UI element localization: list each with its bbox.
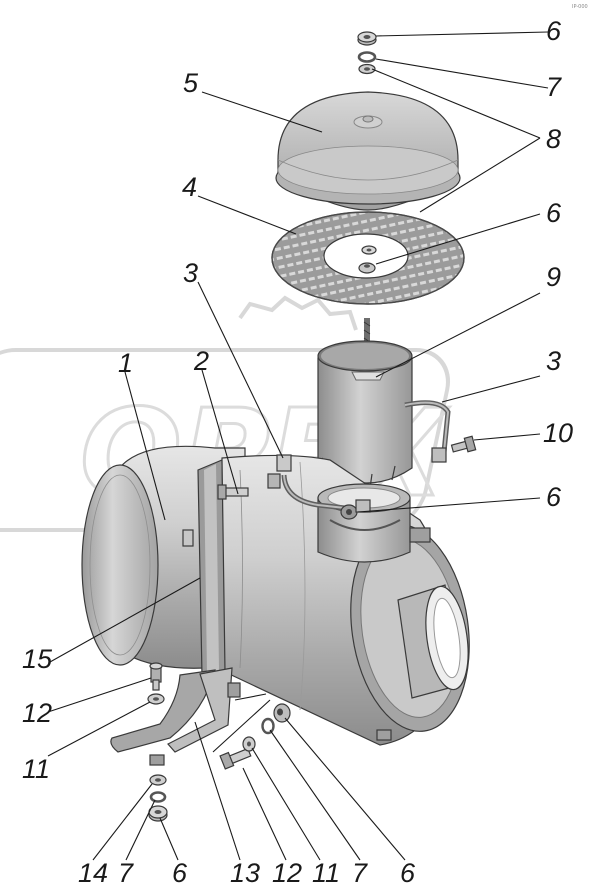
leader-lines (47, 31, 549, 861)
callout-8: 8 (546, 124, 561, 154)
top-washer-8 (358, 63, 376, 75)
washer-11-left (147, 693, 165, 705)
callout-6-bottom-right: 6 (400, 858, 416, 888)
callout-9: 9 (546, 262, 561, 292)
callout-11-bottom: 11 (312, 858, 340, 888)
callout-12-bottom: 12 (272, 858, 302, 888)
washer-14 (149, 774, 167, 786)
clamp-nut-6 (340, 499, 371, 520)
callout-15: 15 (22, 644, 53, 674)
callout-5: 5 (183, 68, 199, 98)
lock-washer-7-right (261, 717, 275, 735)
bracket-13 (110, 667, 241, 766)
callout-10: 10 (543, 418, 573, 448)
bolt-12-left (149, 662, 163, 691)
callout-11-left: 11 (22, 754, 50, 784)
grid-element-4 (271, 211, 465, 305)
callout-6-bottom: 6 (172, 858, 188, 888)
callout-3-right: 3 (546, 346, 561, 376)
nut-6-bottom (148, 805, 168, 822)
cover-cap-5 (275, 91, 461, 211)
callout-7-bottom-right: 7 (352, 858, 368, 888)
callout-numbers: 6 7 5 8 4 6 3 9 3 1 2 10 6 15 12 11 14 7… (22, 16, 573, 888)
clamp-3-left (267, 454, 346, 511)
clamp-3-right (404, 400, 451, 463)
callout-3-left: 3 (183, 258, 198, 288)
top-nut-6 (357, 31, 377, 46)
callout-6-grid: 6 (546, 198, 562, 228)
callout-2: 2 (193, 346, 209, 376)
nut-6-right (273, 703, 291, 723)
callout-13: 13 (230, 858, 260, 888)
callout-1: 1 (118, 348, 133, 378)
callout-6-top: 6 (546, 16, 562, 46)
callout-4: 4 (182, 172, 197, 202)
callout-7-bottom: 7 (118, 858, 134, 888)
bolt-10 (450, 435, 477, 453)
filter-housing (81, 445, 470, 746)
callout-7-top: 7 (546, 72, 562, 102)
callout-14: 14 (78, 858, 108, 888)
corner-mark: IP-000 (572, 4, 588, 10)
callout-6-clamp: 6 (546, 482, 562, 512)
washer-11-right (242, 736, 256, 752)
inner-pipe-9 (317, 318, 413, 489)
lock-washer-7-bottom (149, 791, 167, 803)
top-lock-washer-7 (357, 51, 377, 63)
bolt-12-right (219, 747, 252, 770)
callout-12-left: 12 (22, 698, 52, 728)
